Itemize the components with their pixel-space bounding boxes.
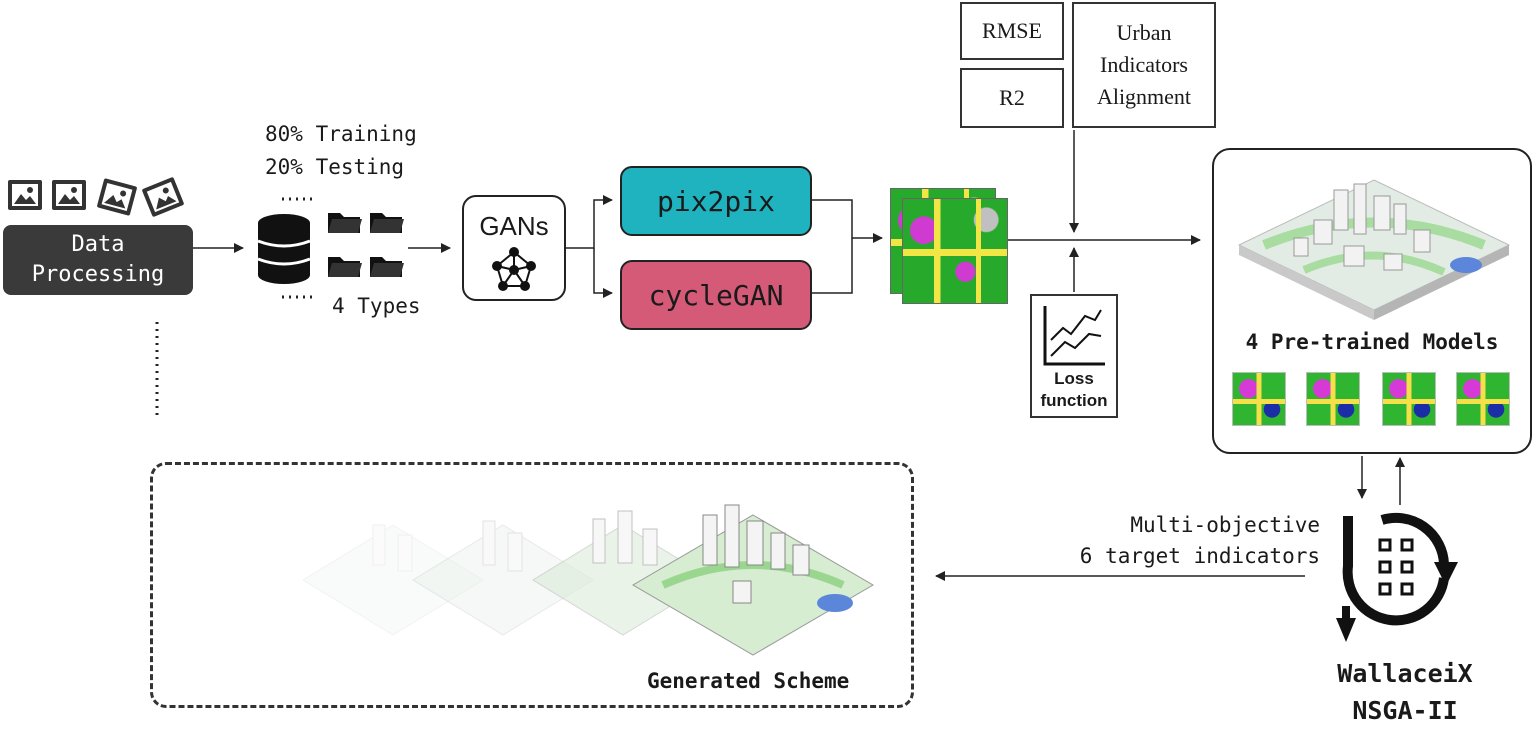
generated-city-illustrations (303, 504, 874, 656)
loss-line2: function (1040, 391, 1108, 410)
urban-line1: Urban (1116, 20, 1172, 45)
folder-icon (328, 257, 362, 277)
types-label: 4 Types (332, 294, 421, 318)
gans-label: GANs (479, 211, 549, 241)
cyclegan-box: cycleGAN (620, 260, 812, 330)
model-thumbnail (1382, 372, 1436, 426)
wallacei-line2: NSGA-II (1352, 696, 1458, 725)
folder-icons (328, 213, 404, 277)
pix2pix-label: pix2pix (656, 184, 775, 218)
model-thumbnail (1232, 372, 1286, 426)
optimization-line2: 6 target indicators (1079, 544, 1320, 568)
optimization-line1: Multi-objective (1130, 513, 1320, 537)
data-processing-line1: Data (71, 232, 125, 257)
gans-box: GANs (462, 195, 566, 301)
rmse-label: RMSE (982, 18, 1042, 43)
pix2pix-box: pix2pix (620, 166, 812, 236)
r2-label: R2 (999, 85, 1025, 110)
loss-line1: Loss (1054, 369, 1094, 388)
folder-icon (328, 213, 362, 233)
r2-box: R2 (960, 68, 1064, 128)
data-processing-line2: Processing (31, 262, 165, 287)
data-processing-box: Data Processing (3, 225, 193, 295)
database-icon (257, 214, 311, 284)
optimization-label: Multi-objective 6 target indicators (1040, 510, 1320, 572)
model-thumbnail (1456, 372, 1510, 426)
image-icon (8, 177, 184, 217)
rmse-box: RMSE (960, 2, 1064, 60)
folder-icon (370, 213, 404, 233)
cyclegan-label: cycleGAN (648, 278, 784, 312)
wallacei-label: WallaceiX NSGA-II (1300, 655, 1510, 729)
urban-line2: Indicators (1100, 52, 1188, 77)
training-split: 80% Training (265, 122, 417, 146)
optimization-cycle-icon (1336, 512, 1458, 642)
pretrained-models-panel: 4 Pre-trained Models (1212, 148, 1532, 454)
model-thumbnail (1306, 372, 1360, 426)
image-icons (6, 176, 186, 220)
loss-function-box: Loss function (1030, 294, 1118, 418)
generated-scheme-panel: Generated Scheme (150, 462, 914, 708)
wallacei-line1: WallaceiX (1337, 659, 1473, 688)
neural-network-icon (492, 247, 536, 291)
loss-chart-icon (1043, 306, 1105, 366)
generated-map-front (902, 198, 1008, 304)
testing-split: 20% Testing (265, 155, 405, 179)
urban-indicators-box: Urban Indicators Alignment (1072, 2, 1216, 128)
urban-line3: Alignment (1096, 84, 1192, 109)
models-label: 4 Pre-trained Models (1245, 330, 1499, 354)
split-label: 80% Training 20% Testing (265, 118, 417, 184)
city-model-illustration (1237, 179, 1511, 320)
folder-icon (370, 257, 404, 277)
generated-scheme-label: Generated Scheme (647, 669, 850, 693)
